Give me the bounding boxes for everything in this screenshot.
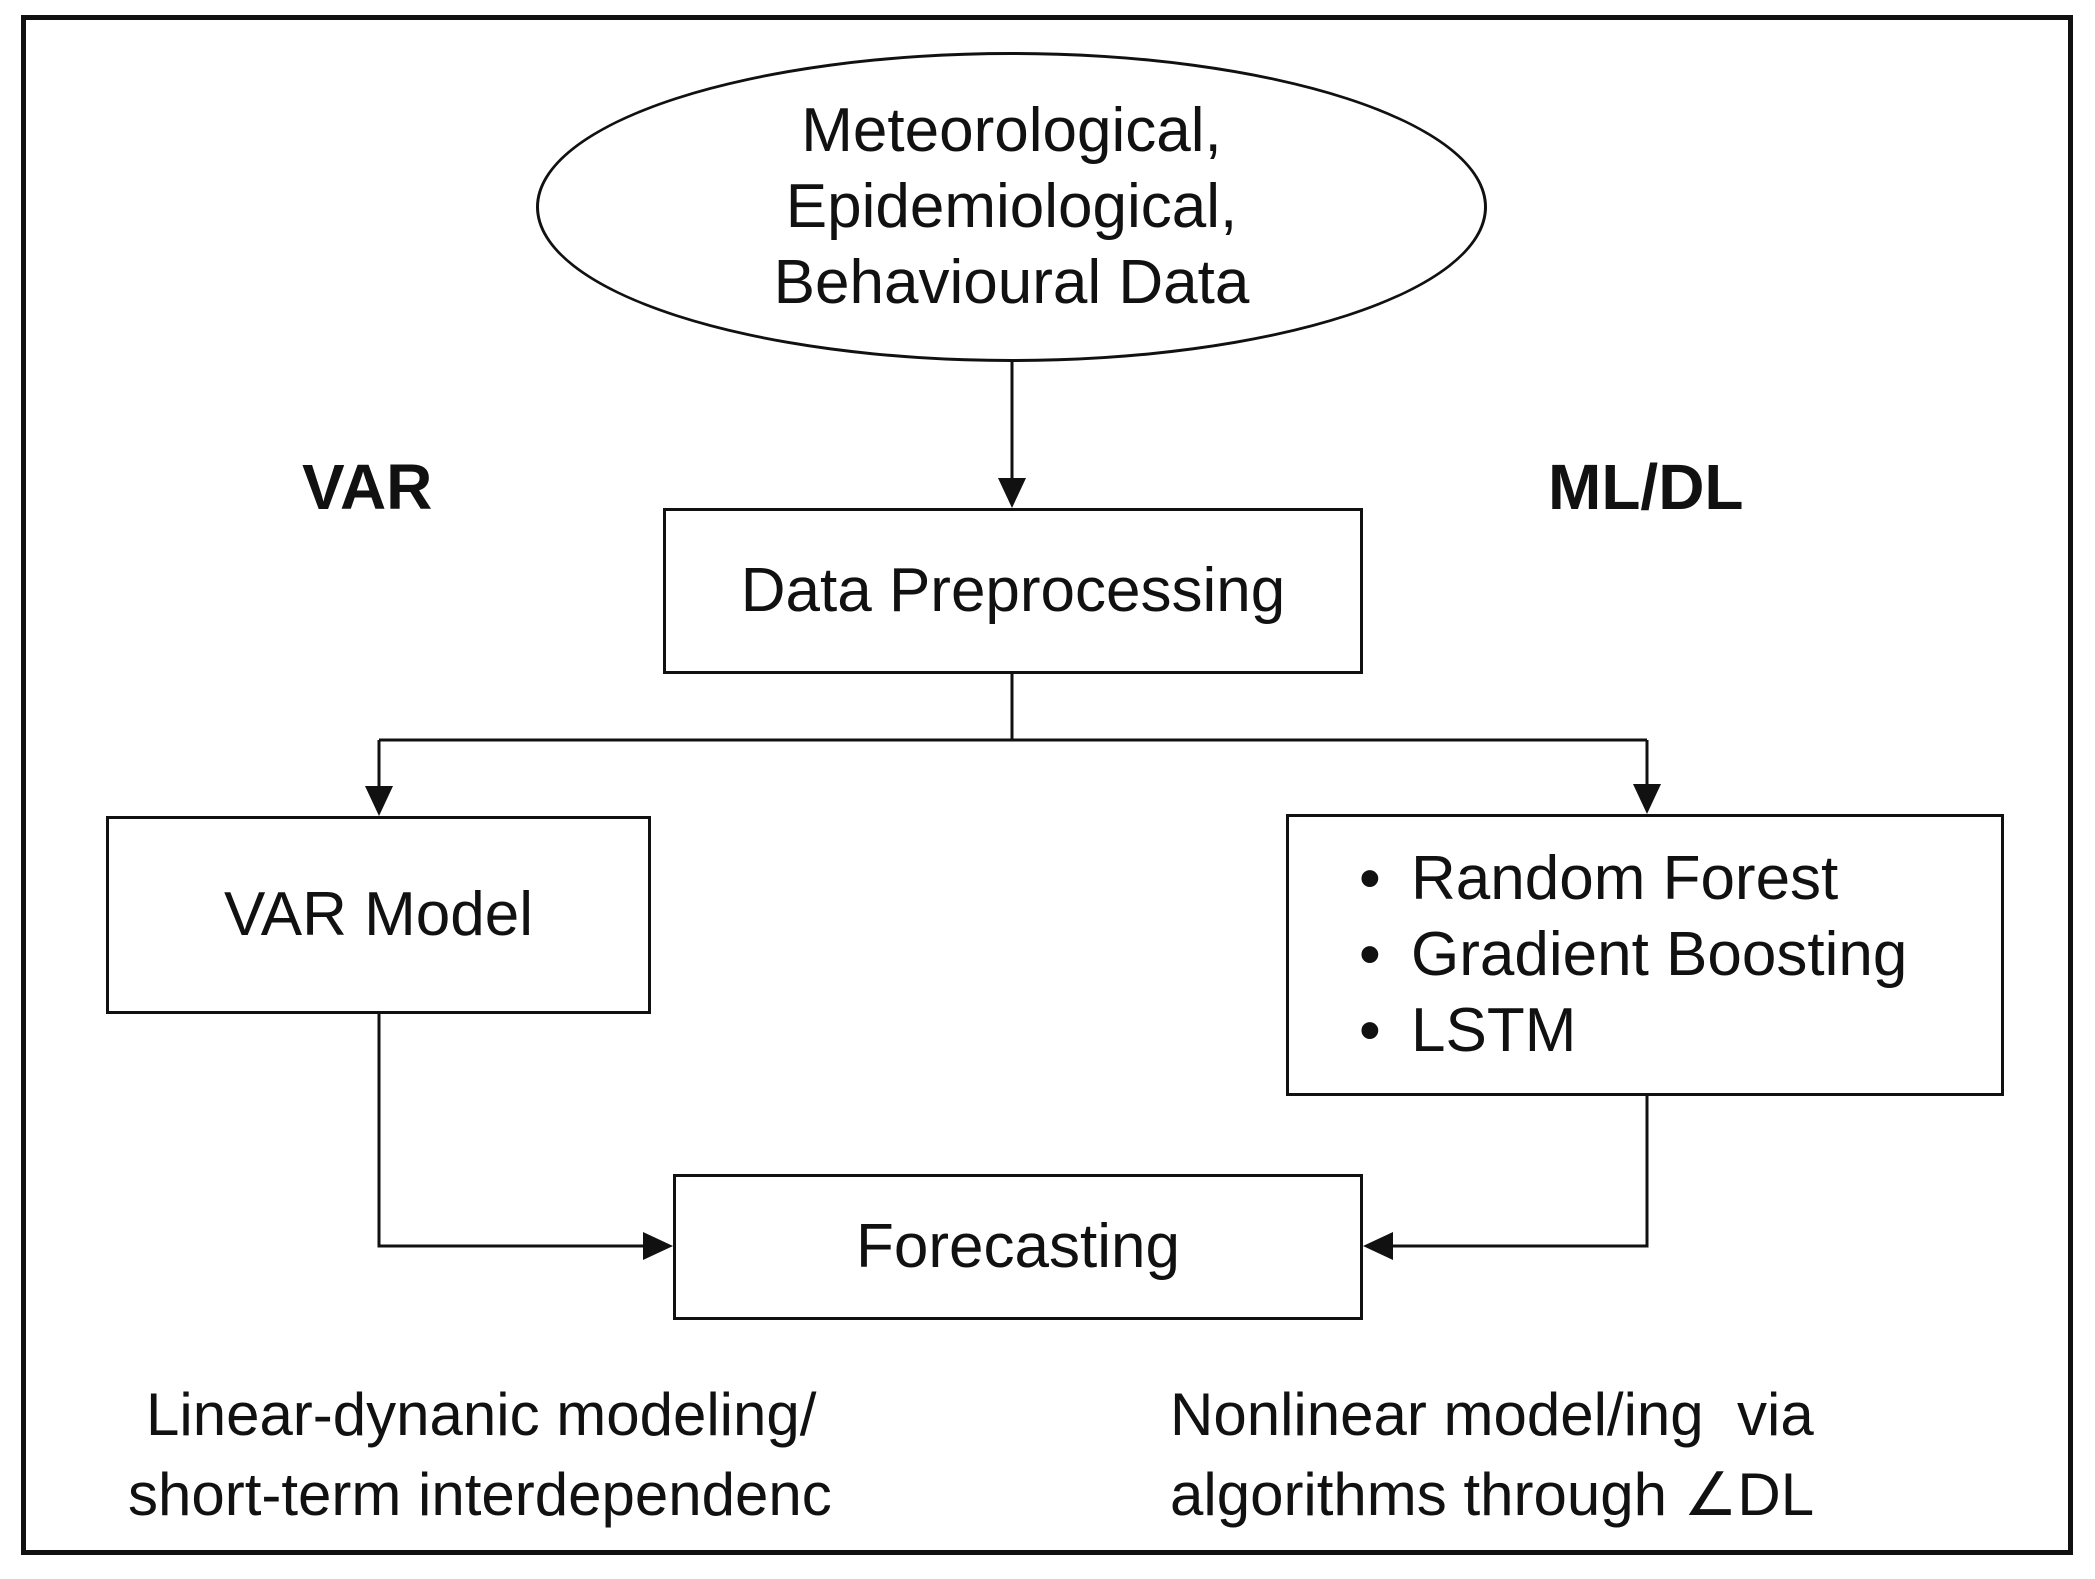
list-item: • Gradient Boosting: [1355, 917, 1907, 993]
var-model-node: VAR Model: [106, 816, 651, 1014]
var-caption: Linear-dynanic modeling/ short-term inte…: [128, 1375, 832, 1535]
var-model-label: VAR Model: [224, 879, 533, 949]
var-branch-label: VAR: [302, 451, 433, 523]
ml-models-node: • Random Forest • Gradient Boosting • LS…: [1286, 814, 2004, 1096]
arrowhead-forecasting-left: [643, 1232, 673, 1260]
forecasting-label: Forecasting: [856, 1211, 1180, 1281]
data-preprocessing-node: Data Preprocessing: [663, 508, 1363, 674]
ml-dl-branch-label: ML/DL: [1548, 451, 1744, 523]
source-data-line: Behavioural Data: [773, 248, 1250, 317]
ml-model-list: • Random Forest • Gradient Boosting • LS…: [1355, 841, 1907, 1069]
source-data-line: Meteorological,: [801, 96, 1222, 165]
ml-dl-caption-line: algorithms through ∠DL: [1170, 1461, 1815, 1528]
list-item: • Random Forest: [1355, 841, 1907, 917]
var-caption-line: Linear-dynanic modeling/: [146, 1381, 817, 1448]
arrowhead-preprocessing: [998, 478, 1026, 508]
arrowhead-ml-models: [1633, 784, 1661, 814]
ml-dl-caption: Nonlinear model/ing via algorithms throu…: [1170, 1375, 1814, 1535]
diagram-frame: [21, 15, 2073, 1555]
ml-dl-caption-line: Nonlinear model/ing via: [1170, 1381, 1814, 1448]
bullet-icon: •: [1359, 996, 1381, 1065]
arrowhead-forecasting-right: [1363, 1232, 1393, 1260]
source-data-line: Epidemiological,: [785, 172, 1238, 241]
list-item: • LSTM: [1355, 993, 1907, 1069]
bullet-icon: •: [1359, 920, 1381, 989]
arrowhead-var-model: [365, 786, 393, 816]
bullet-icon: •: [1359, 844, 1381, 913]
ml-model-gradient-boosting: Gradient Boosting: [1411, 920, 1908, 989]
var-caption-line: short-term interdependenc: [128, 1461, 832, 1528]
arrow-var-to-forecasting: [377, 1014, 653, 1248]
ml-model-lstm: LSTM: [1411, 996, 1577, 1065]
ml-model-random-forest: Random Forest: [1411, 844, 1839, 913]
source-data-node: Meteorological, Epidemiological, Behavio…: [536, 52, 1487, 362]
forecasting-node: Forecasting: [673, 1174, 1363, 1320]
arrow-ml-to-forecasting: [1383, 1096, 1649, 1248]
data-preprocessing-label: Data Preprocessing: [740, 555, 1286, 625]
